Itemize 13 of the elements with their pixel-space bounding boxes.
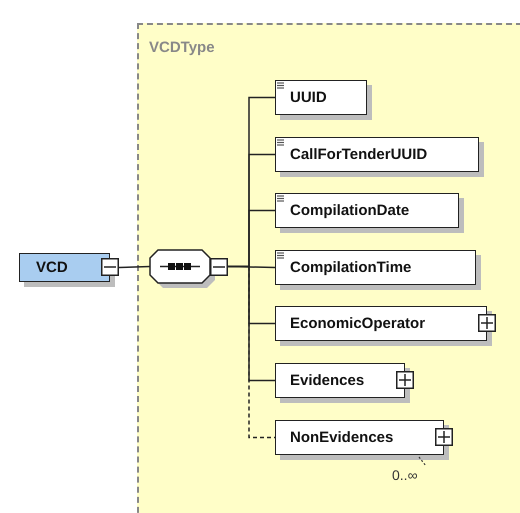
element-name: CallForTenderUUID <box>290 146 428 163</box>
occurrence-label: 0..∞ <box>392 467 418 483</box>
element-name: UUID <box>290 89 327 106</box>
element-name: EconomicOperator <box>290 315 426 332</box>
element-name: NonEvidences <box>290 429 394 446</box>
group-title: VCDType <box>149 39 215 56</box>
connector-line <box>228 266 275 438</box>
connector-line <box>118 266 150 268</box>
element-name: VCD <box>36 259 68 276</box>
element-name: CompilationTime <box>290 259 412 276</box>
group-box <box>137 23 520 513</box>
element-name: CompilationDate <box>290 202 410 219</box>
element-name: Evidences <box>290 372 364 389</box>
